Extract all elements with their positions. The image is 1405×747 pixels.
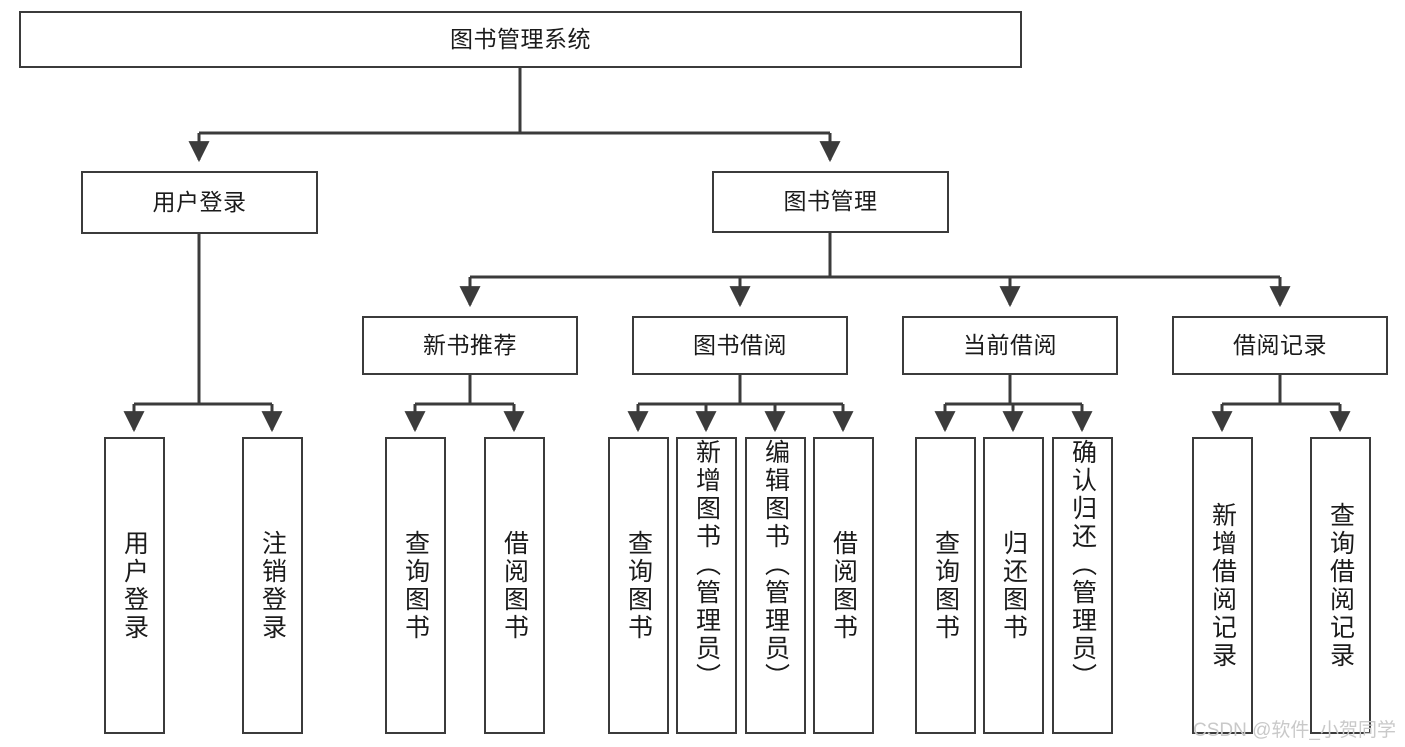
node-label: 图书管理 [783,188,878,215]
node-current-borrow[interactable]: 当前借阅 [902,316,1118,375]
node-label: 查询借阅记录 [1326,501,1355,670]
node-label: 查询图书 [401,529,430,642]
node-label: 借阅图书 [829,529,858,642]
leaf-user-login-signin[interactable]: 用户登录 [104,437,165,734]
leaf-borrow-edit-book-admin[interactable]: 编辑图书（管理员） [745,437,806,734]
leaf-recommend-query-book[interactable]: 查询图书 [385,437,446,734]
node-book-borrow[interactable]: 图书借阅 [632,316,848,375]
watermark-text: CSDN @软件_小贺同学 [1193,720,1396,741]
node-label: 借阅记录 [1233,331,1327,358]
node-book-management[interactable]: 图书管理 [712,171,949,233]
node-label: 注销登录 [258,529,287,642]
leaf-current-confirm-return-admin[interactable]: 确认归还（管理员） [1052,437,1113,734]
node-label: 查询图书 [931,529,960,642]
leaf-borrow-query-book[interactable]: 查询图书 [608,437,669,734]
node-label: 编辑图书（管理员） [761,439,790,691]
node-label: 确认归还（管理员） [1068,439,1097,691]
node-label: 用户登录 [152,188,247,215]
node-label: 用户登录 [120,529,149,642]
node-user-login[interactable]: 用户登录 [81,171,318,234]
leaf-borrow-add-book-admin[interactable]: 新增图书（管理员） [676,437,737,734]
leaf-current-return-book[interactable]: 归还图书 [983,437,1044,734]
node-label: 图书管理系统 [450,25,591,52]
node-label: 借阅图书 [500,529,529,642]
leaf-current-query-book[interactable]: 查询图书 [915,437,976,734]
leaf-user-login-signout[interactable]: 注销登录 [242,437,303,734]
node-root-book-management-system[interactable]: 图书管理系统 [19,11,1022,68]
leaf-record-query-borrow-record[interactable]: 查询借阅记录 [1310,437,1371,734]
node-label: 当前借阅 [963,331,1057,358]
leaf-record-add-borrow-record[interactable]: 新增借阅记录 [1192,437,1253,734]
node-label: 查询图书 [624,529,653,642]
node-label: 归还图书 [999,529,1028,642]
node-new-book-recommend[interactable]: 新书推荐 [362,316,578,375]
leaf-borrow-borrow-book[interactable]: 借阅图书 [813,437,874,734]
node-label: 新增图书（管理员） [692,439,721,691]
node-borrow-record[interactable]: 借阅记录 [1172,316,1388,375]
node-label: 图书借阅 [693,331,787,358]
leaf-recommend-borrow-book[interactable]: 借阅图书 [484,437,545,734]
node-label: 新增借阅记录 [1208,501,1237,670]
node-label: 新书推荐 [423,331,517,358]
